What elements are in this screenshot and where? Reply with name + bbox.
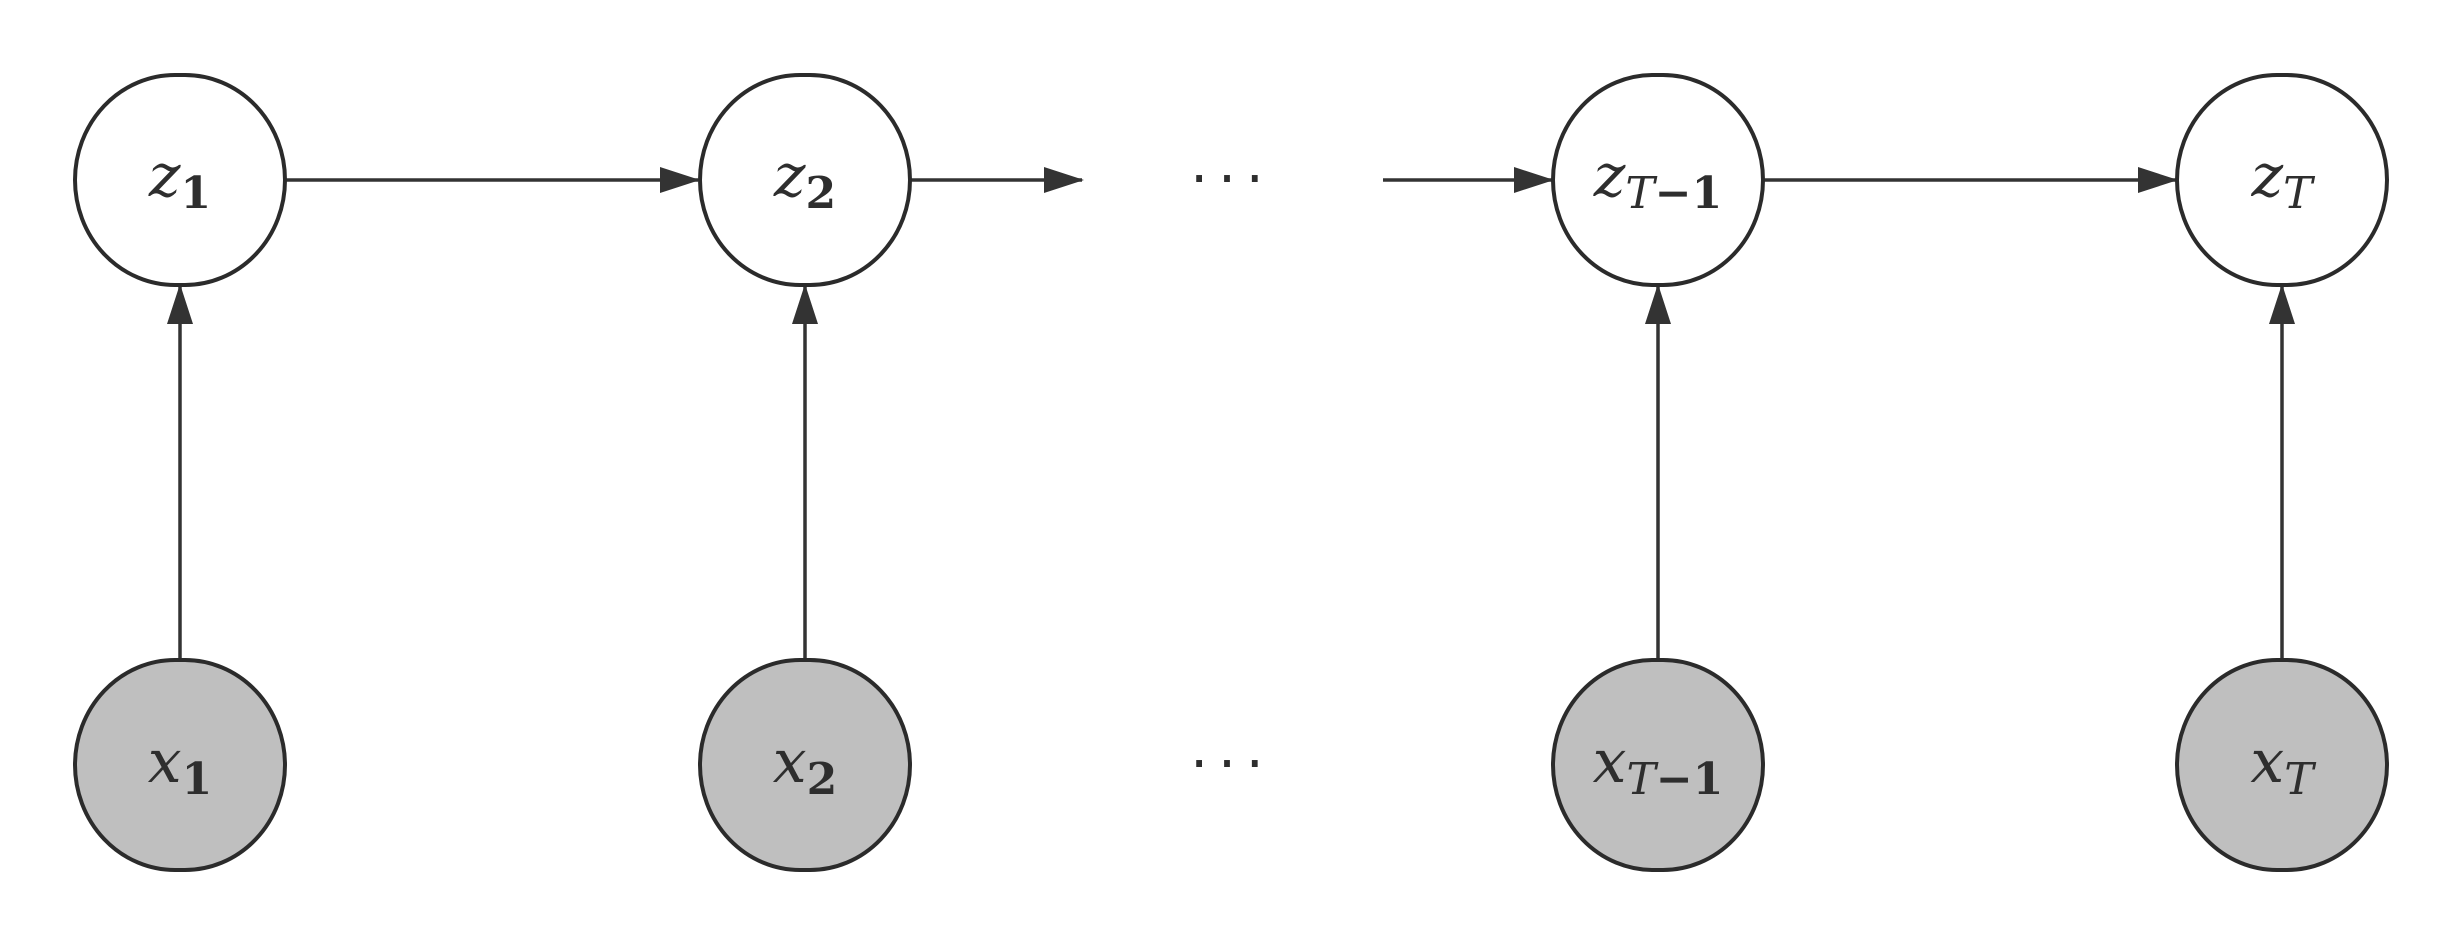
latent-node-z1-base: z [148, 141, 181, 211]
latent-node-z2-sub: 2 [806, 168, 837, 219]
latent-node-zT: zT [2175, 73, 2389, 287]
latent-node-zT-1: zT−1 [1551, 73, 1765, 287]
svg-text:xT: xT [2250, 727, 2317, 805]
observed-node-xT-1: xT−1 [1551, 658, 1765, 872]
svg-text:zT: zT [2251, 141, 2317, 219]
observed-node-xT-sub-italic: T [2284, 754, 2317, 805]
latent-node-z1-sub: 1 [181, 168, 212, 219]
latent-node-z2-base: z [773, 141, 806, 211]
svg-text:x1: x1 [148, 727, 212, 805]
observed-node-x1-base: x [148, 727, 182, 797]
svg-text:zT−1: zT−1 [1593, 141, 1722, 219]
latent-node-zT-1-base: z [1593, 141, 1626, 211]
observed-node-x2: x2 [698, 658, 912, 872]
latent-node-zT-sub-italic: T [2283, 168, 2316, 219]
latent-node-zT-1-sub-italic: T [1625, 168, 1658, 219]
svg-text:xT−1: xT−1 [1593, 727, 1724, 805]
observed-node-x1-sub: 1 [182, 754, 213, 805]
ellipsis-observed-chain: ··· [1190, 732, 1273, 797]
observed-node-x2-sub: 2 [807, 754, 838, 805]
latent-node-zT-base: z [2251, 141, 2284, 211]
latent-node-z2: z2 [698, 73, 912, 287]
ellipsis-latent-chain: ··· [1190, 147, 1273, 212]
latent-node-zT-1-sub: −1 [1655, 168, 1722, 219]
observed-node-x1: x1 [73, 658, 287, 872]
observed-node-xT-1-base: x [1593, 727, 1627, 797]
observed-node-xT-1-sub-italic: T [1627, 754, 1660, 805]
observed-node-xT: xT [2175, 658, 2389, 872]
observed-node-x2-base: x [773, 727, 807, 797]
svg-text:z2: z2 [773, 141, 836, 219]
observed-node-xT-1-sub: −1 [1656, 754, 1723, 805]
observed-node-xT-base: x [2250, 727, 2284, 797]
svg-text:x2: x2 [773, 727, 837, 805]
svg-text:z1: z1 [148, 141, 211, 219]
latent-node-z1: z1 [73, 73, 287, 287]
